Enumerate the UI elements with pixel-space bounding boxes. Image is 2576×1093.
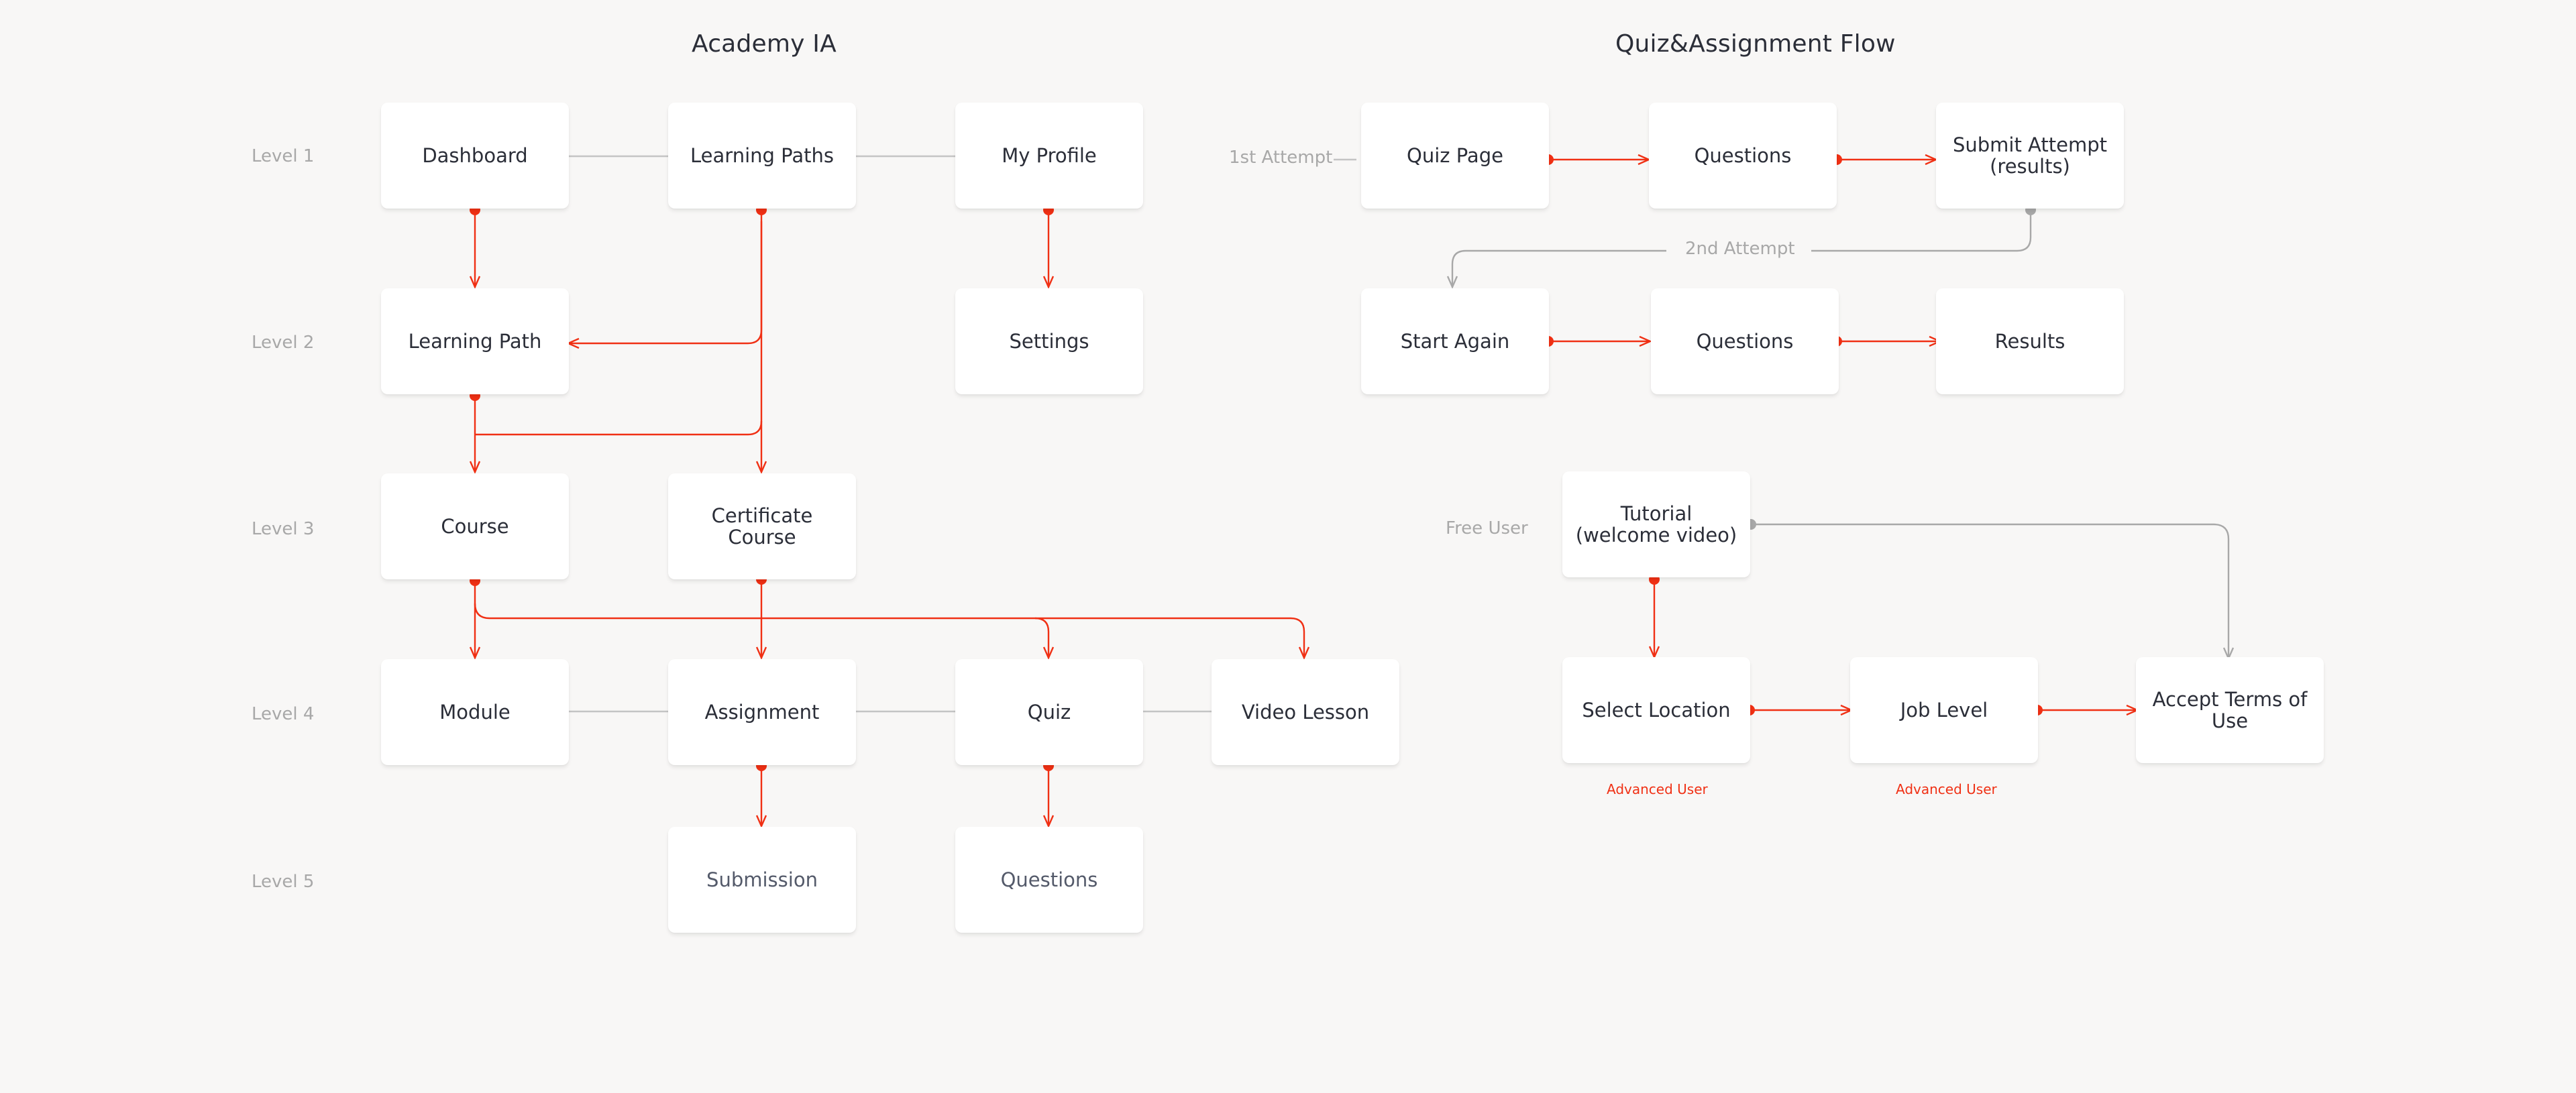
node-learning-path[interactable]: Learning Path (381, 288, 569, 394)
node-flow-questions-2[interactable]: Questions (1651, 288, 1839, 394)
flow-gray-arrows (1452, 210, 2229, 658)
quiz-flow-title: Quiz&Assignment Flow (1615, 30, 1896, 58)
node-job-level[interactable]: Job Level (1850, 657, 2038, 763)
level-3-label: Level 3 (252, 519, 315, 539)
node-submit-attempt[interactable]: Submit Attempt (results) (1936, 103, 2124, 209)
academy-gray-connectors (568, 155, 1356, 713)
node-flow-questions-1[interactable]: Questions (1649, 103, 1837, 209)
node-accept-terms[interactable]: Accept Terms of Use (2136, 657, 2324, 763)
level-2-label: Level 2 (252, 333, 315, 353)
first-attempt-label: 1st Attempt (1229, 148, 1333, 168)
node-quiz[interactable]: Quiz (955, 659, 1143, 765)
node-module[interactable]: Module (381, 659, 569, 765)
second-attempt-label: 2nd Attempt (1685, 239, 1795, 259)
academy-ia-title: Academy IA (692, 30, 837, 58)
node-submission[interactable]: Submission (668, 827, 856, 933)
node-dashboard[interactable]: Dashboard (381, 103, 569, 209)
node-my-profile[interactable]: My Profile (955, 103, 1143, 209)
node-quiz-page[interactable]: Quiz Page (1361, 103, 1549, 209)
level-5-label: Level 5 (252, 872, 315, 892)
free-user-label: Free User (1446, 518, 1528, 538)
node-results[interactable]: Results (1936, 288, 2124, 394)
node-tutorial[interactable]: Tutorial (welcome video) (1562, 471, 1750, 577)
level-1-label: Level 1 (252, 146, 315, 166)
node-video-lesson[interactable]: Video Lesson (1212, 659, 1399, 765)
node-start-again[interactable]: Start Again (1361, 288, 1549, 394)
academy-red-arrows (475, 210, 1304, 826)
advanced-user-tag-location: Advanced User (1607, 781, 1708, 797)
node-select-location[interactable]: Select Location (1562, 657, 1750, 763)
advanced-user-tag-job: Advanced User (1896, 781, 1997, 797)
flow-red-arrows (1548, 160, 2137, 710)
node-certificate-course[interactable]: Certificate Course (668, 473, 856, 579)
node-course[interactable]: Course (381, 473, 569, 579)
node-settings[interactable]: Settings (955, 288, 1143, 394)
node-questions[interactable]: Questions (955, 827, 1143, 933)
level-4-label: Level 4 (252, 704, 315, 724)
node-learning-paths[interactable]: Learning Paths (668, 103, 856, 209)
node-assignment[interactable]: Assignment (668, 659, 856, 765)
